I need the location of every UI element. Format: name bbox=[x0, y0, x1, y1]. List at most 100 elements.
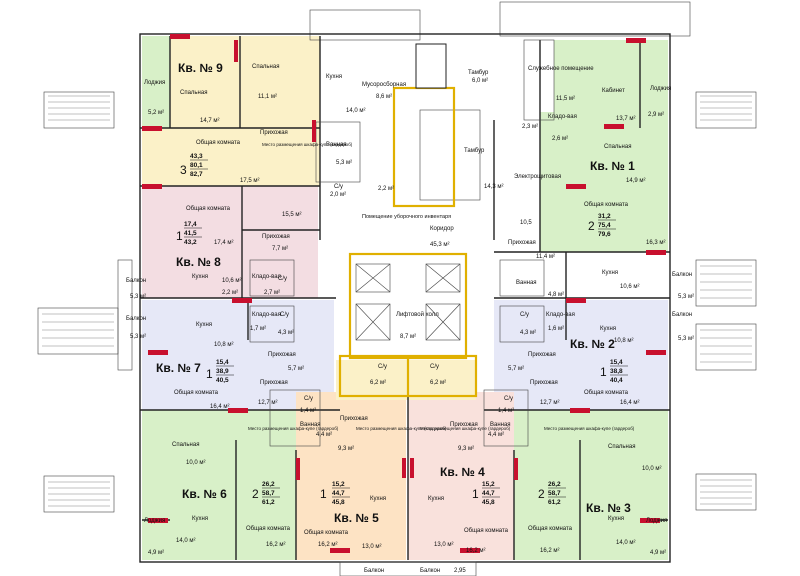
room-area: 4,4 м² bbox=[316, 432, 332, 438]
apt6-title: Кв. № 6 bbox=[182, 487, 227, 501]
apt3-area1: 26,2 bbox=[548, 481, 561, 488]
stair-steps bbox=[42, 95, 752, 507]
apt5-title: Кв. № 5 bbox=[334, 511, 379, 525]
room-area: 10,0 м² bbox=[642, 466, 661, 472]
exterior-elements bbox=[37, 1, 757, 513]
room-label: Место размещения шкафа-купе (гардероб) bbox=[248, 426, 339, 431]
room-area: 7,7 м² bbox=[272, 246, 288, 252]
room-area: 4,9 м² bbox=[148, 550, 164, 556]
room-label: Место размещения шкафа-купе (гардероб) bbox=[356, 426, 447, 431]
apt7-rooms: 1 bbox=[206, 367, 213, 381]
room-area: 1,4 м² bbox=[300, 408, 316, 414]
room-label: С/у bbox=[520, 312, 529, 318]
room-label: Общая комната bbox=[464, 528, 509, 534]
room-label: Спальная bbox=[604, 144, 631, 150]
room-label: Кухня bbox=[196, 322, 212, 328]
room-label: С/у bbox=[278, 276, 287, 282]
apt7-area2: 38,9 bbox=[216, 368, 229, 375]
apt1-rooms: 2 bbox=[588, 219, 595, 233]
room-area: 2,2 м² bbox=[222, 290, 238, 296]
room-label: Прихожая bbox=[260, 380, 288, 386]
room-label: Кухня bbox=[192, 516, 208, 522]
room-area: 16,2 м² bbox=[466, 548, 485, 554]
room-area: 1,7 м² bbox=[250, 326, 266, 332]
apt1-fill bbox=[540, 40, 668, 252]
room-area: 1,4 м² bbox=[498, 408, 514, 414]
elevator-core bbox=[338, 43, 478, 398]
apt8-area1: 17,4 bbox=[184, 221, 197, 228]
apt2-rooms: 1 bbox=[600, 365, 607, 379]
apt4-area2: 44,7 bbox=[482, 490, 495, 497]
room-label: Прихожая bbox=[340, 416, 368, 422]
room-label: Прихожая bbox=[528, 352, 556, 358]
room-label: Кухня bbox=[428, 496, 444, 502]
right-stair-4 bbox=[695, 473, 757, 511]
room-label: Лоджия bbox=[646, 518, 667, 524]
room-area: 6,2 м² bbox=[430, 380, 446, 386]
apt6-area3: 61,2 bbox=[262, 499, 275, 506]
room-area: 5,3 м² bbox=[678, 336, 694, 342]
left-stair-2 bbox=[37, 307, 119, 355]
room-area: 6,2 м² bbox=[370, 380, 386, 386]
room-area: 14,7 м² bbox=[200, 118, 219, 124]
room-area: 10,8 м² bbox=[614, 338, 633, 344]
room-area: 5,7 м² bbox=[508, 366, 524, 372]
room-area: 16,2 м² bbox=[266, 542, 285, 548]
room-label: Общая комната bbox=[584, 390, 629, 396]
room-area: 5,7 м² bbox=[288, 366, 304, 372]
room-area: 4,4 м² bbox=[488, 432, 504, 438]
apt9-rooms: 3 bbox=[180, 163, 187, 177]
apt9-area2: 80,1 bbox=[190, 162, 203, 169]
apt4-area1: 15,2 bbox=[482, 481, 495, 488]
room-area: 15,5 м² bbox=[282, 212, 301, 218]
room-area: 4,3 м² bbox=[520, 330, 536, 336]
room-area: 5,2 м² bbox=[148, 110, 164, 116]
room-label: С/у bbox=[430, 364, 439, 370]
apt2-title: Кв. № 2 bbox=[570, 337, 615, 351]
room-label: Кладо-вая bbox=[252, 312, 281, 318]
room-label: Балкон bbox=[672, 272, 692, 278]
apt4-fill bbox=[408, 392, 514, 560]
room-area: 11,1 м² bbox=[258, 94, 277, 100]
left-stair-1 bbox=[43, 91, 115, 129]
room-label: Кладо-вая bbox=[546, 312, 575, 318]
room-area: 14,0 м² bbox=[176, 538, 195, 544]
room-area: 16,4 м² bbox=[210, 404, 229, 410]
room-area: 6,0 м² bbox=[472, 78, 488, 84]
apartment-labels: Кв. № 9 3 43,3 80,1 82,7 Кв. № 1 2 31,2 … bbox=[156, 61, 635, 525]
apt3-title: Кв. № 3 bbox=[586, 501, 631, 515]
room-label: Прихожая bbox=[450, 422, 478, 428]
room-area: 2,7 м² bbox=[264, 290, 280, 296]
room-label: Общая комната bbox=[186, 206, 231, 212]
apt4-area3: 45,8 bbox=[482, 499, 495, 506]
room-label: Место размещения шкафа-купе (гардероб) bbox=[420, 426, 511, 431]
apt9-area3: 82,7 bbox=[190, 171, 203, 178]
room-label: Ванная bbox=[326, 142, 347, 148]
room-area: 9,3 м² bbox=[338, 446, 354, 452]
room-label: Лоджия bbox=[144, 518, 165, 524]
room-area: 13,0 м² bbox=[362, 544, 381, 550]
apt1-area1: 31,2 bbox=[598, 213, 611, 220]
room-label: Тамбур bbox=[464, 148, 485, 154]
apt7-area3: 40,5 bbox=[216, 377, 229, 384]
room-area: 16,2 м² bbox=[318, 542, 337, 548]
room-label: Общая комната bbox=[174, 390, 219, 396]
apt8-area2: 41,5 bbox=[184, 230, 197, 237]
room-label: Ванная bbox=[516, 280, 537, 286]
apt9-area1: 43,3 bbox=[190, 153, 203, 160]
room-area: 5,3 м² bbox=[336, 160, 352, 166]
room-label: Лифтовой холл bbox=[396, 311, 439, 318]
apt5-area2: 44,7 bbox=[332, 490, 345, 497]
room-label: Электрощитовая bbox=[514, 174, 561, 180]
room-area: 14,0 м² bbox=[346, 108, 365, 114]
thin-lines bbox=[249, 39, 555, 447]
room-label: Кухня bbox=[602, 270, 618, 276]
apt2-fill bbox=[494, 300, 668, 410]
left-stair-3 bbox=[43, 475, 115, 513]
room-area: 8,7 м² bbox=[400, 334, 416, 340]
room-label: Прихожая bbox=[530, 380, 558, 386]
apt3-area2: 58,7 bbox=[548, 490, 561, 497]
apt5-fill bbox=[296, 392, 406, 560]
apt4-title: Кв. № 4 bbox=[440, 465, 485, 479]
